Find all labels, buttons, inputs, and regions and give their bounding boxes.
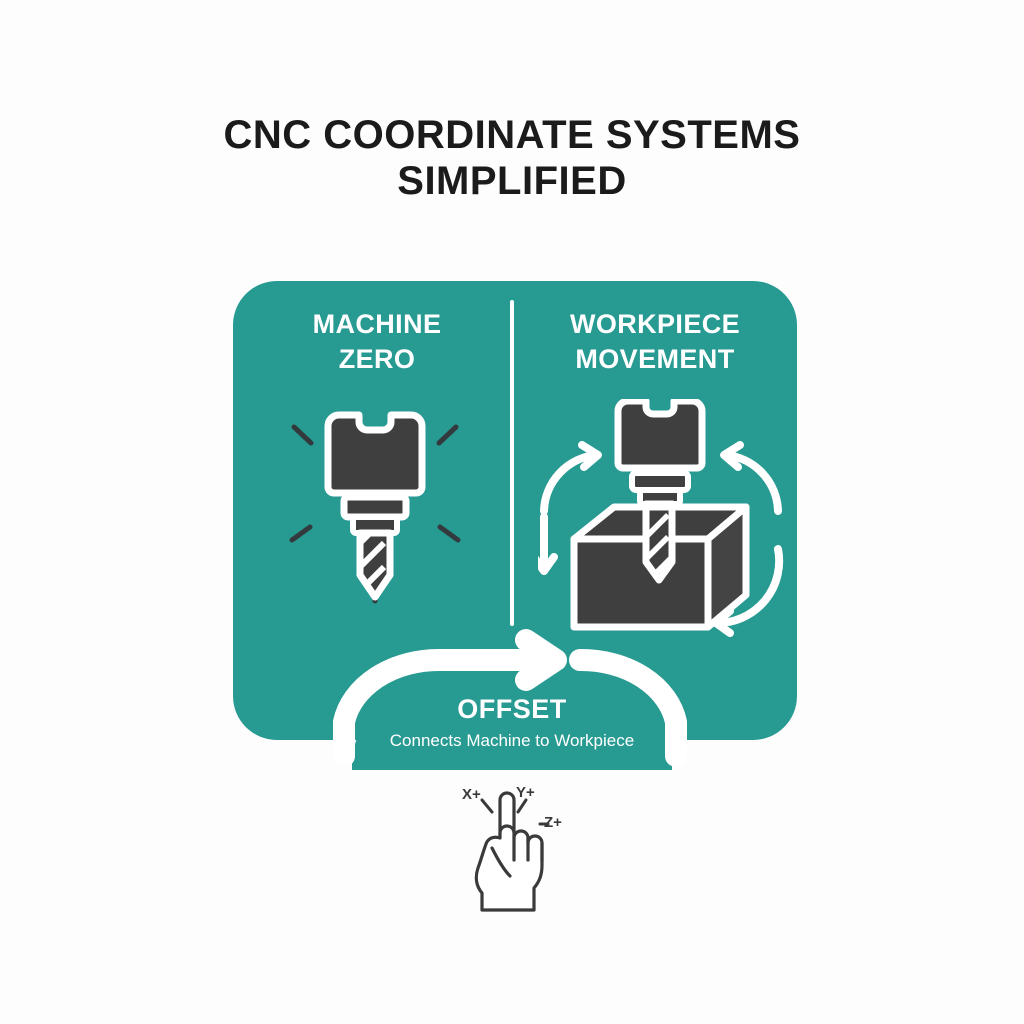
spindle-drilling-workpiece-icon [530, 397, 784, 663]
offset-arch-arrow [333, 629, 687, 767]
machine-zero-heading-line-2: ZERO [338, 344, 416, 374]
drill-bit-outline-overlay [642, 500, 676, 584]
offset-title: OFFSET [457, 694, 567, 724]
title-line-2: SIMPLIFIED [397, 159, 627, 203]
panel-heading-machine-zero: MACHINE ZERO [261, 307, 493, 377]
offset-arch-left [333, 648, 537, 767]
arrow-right-icon [515, 629, 567, 691]
pointing-hand-icon [474, 791, 550, 912]
machine-zero-heading-line-1: MACHINE [312, 309, 442, 339]
hand-palm [474, 824, 544, 912]
right-hand-rule-block: X+ Y+ Z+ [448, 782, 598, 912]
axis-ticks [480, 798, 550, 826]
page-title: CNC COORDINATE SYSTEMS SIMPLIFIED [0, 112, 1024, 204]
offset-subtitle: Connects Machine to Workpiece [389, 731, 635, 750]
cnc-spindle-drill-icon [280, 405, 470, 605]
drill-bit-outline [356, 529, 394, 601]
axis-label-y: Y+ [516, 784, 535, 801]
axis-label-z: Z+ [544, 814, 562, 831]
hand-thumb-crease [490, 846, 512, 878]
spindle-head [324, 411, 426, 497]
offset-arch-right [569, 648, 687, 767]
workpiece-heading-line-1: WORKPIECE [569, 309, 741, 339]
spindle-head-right [614, 397, 706, 472]
axis-label-x: X+ [462, 786, 481, 803]
workpiece-heading-line-2: MOVEMENT [575, 344, 735, 374]
title-line-1: CNC COORDINATE SYSTEMS [223, 113, 801, 157]
panel-divider [510, 300, 514, 626]
panel-heading-workpiece-movement: WORKPIECE MOVEMENT [533, 307, 777, 377]
